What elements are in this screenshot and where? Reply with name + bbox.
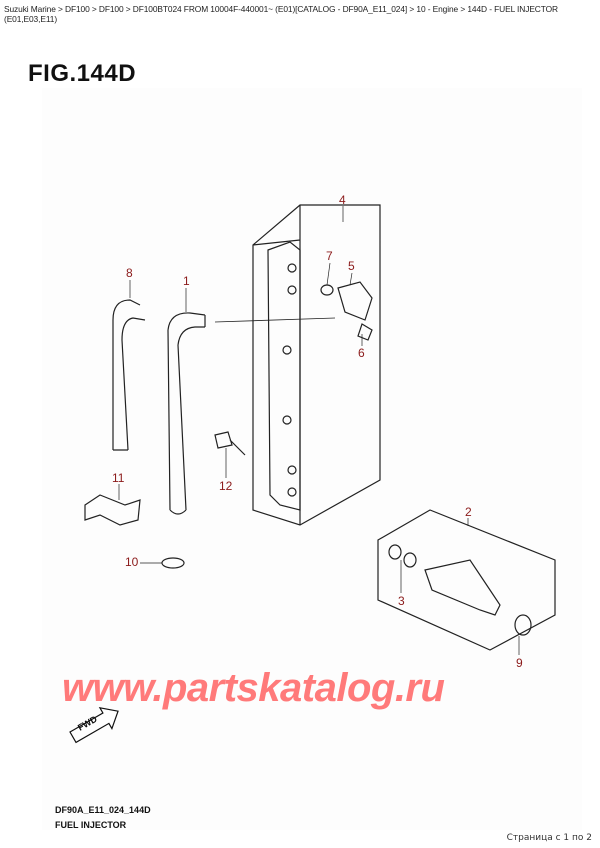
callout-7[interactable]: 7 — [326, 249, 333, 263]
fwd-arrow-icon — [69, 706, 119, 744]
fuel-rail-outline — [252, 204, 381, 526]
injector — [424, 559, 501, 616]
callout-5[interactable]: 5 — [348, 259, 355, 273]
callout-6[interactable]: 6 — [358, 346, 365, 360]
figure-label: FIG.144D — [28, 60, 137, 87]
callout-2[interactable]: 2 — [465, 505, 472, 519]
callout-9[interactable]: 9 — [516, 656, 523, 670]
clamp-10 — [161, 557, 185, 569]
o-ring-7 — [320, 284, 334, 296]
figure-title: FUEL INJECTOR — [55, 820, 127, 830]
callout-10[interactable]: 10 — [125, 555, 139, 569]
fitting-5 — [337, 281, 373, 321]
fuel-rail — [267, 241, 301, 511]
rail-holes — [282, 263, 297, 497]
o-ring-3b — [403, 552, 417, 568]
o-ring-3a — [388, 544, 402, 560]
o-ring-9 — [514, 614, 532, 636]
bolt-6 — [357, 323, 373, 341]
callout-12[interactable]: 12 — [219, 479, 233, 493]
figure-code: DF90A_E11_024_144D — [55, 805, 151, 815]
leader-lines — [118, 206, 520, 655]
hose-8 — [112, 299, 146, 451]
watermark: www.partskatalog.ru — [62, 666, 445, 710]
bolt-12 — [214, 431, 246, 456]
page-indicator: Страница с 1 по 2 — [506, 833, 592, 843]
callout-8[interactable]: 8 — [126, 266, 133, 280]
callout-1[interactable]: 1 — [183, 274, 190, 288]
injector-outline — [377, 509, 556, 651]
diagram-sheet — [42, 88, 582, 830]
callout-4[interactable]: 4 — [339, 193, 346, 207]
callout-11[interactable]: 11 — [112, 471, 125, 485]
breadcrumb[interactable]: Suzuki Marine > DF100 > DF100 > DF100BT0… — [4, 4, 558, 24]
connection-line — [214, 317, 336, 323]
clip-11 — [84, 494, 141, 526]
hose-1 — [167, 312, 206, 515]
callout-3[interactable]: 3 — [398, 594, 405, 608]
